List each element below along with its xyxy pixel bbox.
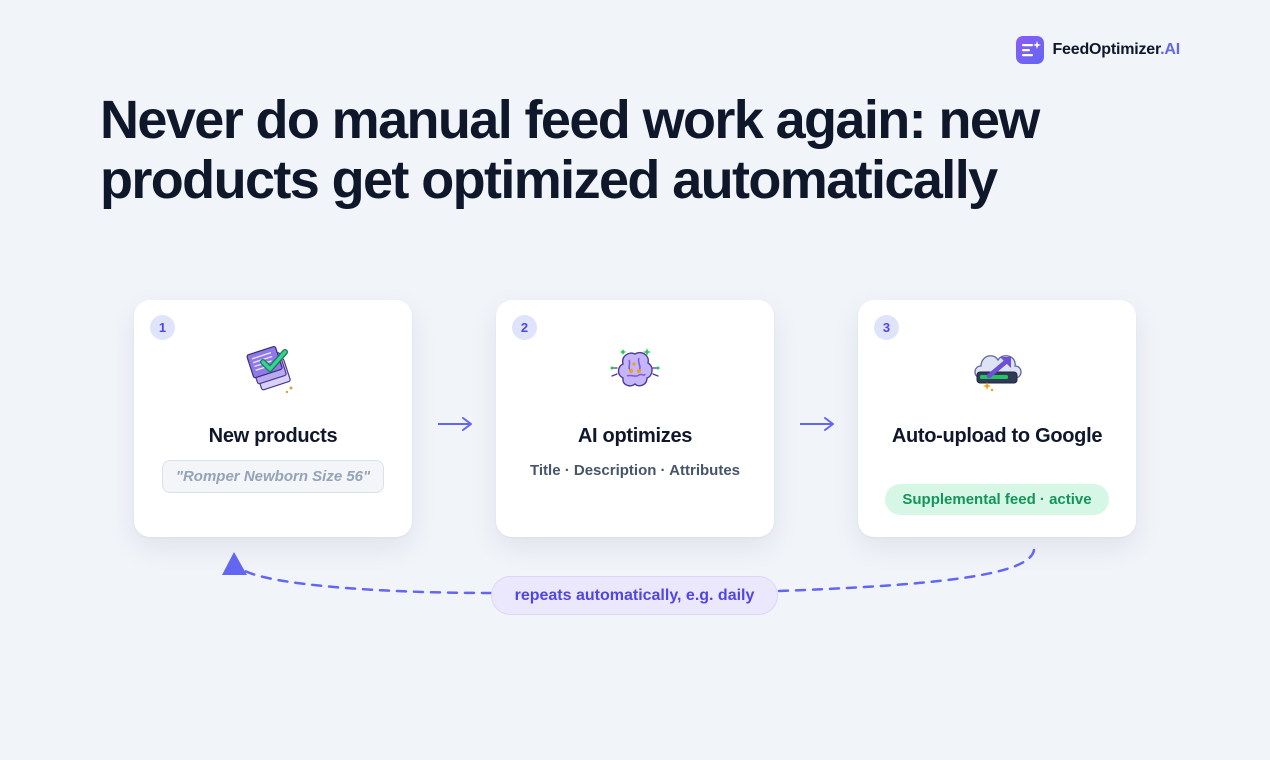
circuit-brain-icon bbox=[610, 348, 660, 387]
sparkle-list-icon bbox=[1016, 36, 1045, 64]
step-card-ai-optimizes: 2 AI optimizes Title · Description · Att… bbox=[496, 300, 774, 537]
step-subtitle: Title · Description · Attributes bbox=[529, 462, 740, 479]
page-title: Never do manual feed work again: new pro… bbox=[100, 90, 1040, 210]
loop-line-left bbox=[241, 568, 493, 595]
step-card-auto-upload: 3 Auto-upload to Google Supplemental fee… bbox=[858, 300, 1136, 537]
step-number-badge: 2 bbox=[512, 315, 537, 340]
example-product-chip: "Romper Newborn Size 56" bbox=[162, 460, 384, 493]
status-badge: Supplemental feed · active bbox=[885, 484, 1109, 515]
arrow-right-icon bbox=[800, 417, 834, 431]
step-title: Auto-upload to Google bbox=[891, 425, 1103, 447]
brand-name: FeedOptimizer.AI bbox=[1052, 41, 1180, 58]
step-title: AI optimizes bbox=[577, 425, 693, 447]
document-stack-check-icon bbox=[246, 346, 293, 394]
arrow-right-icon bbox=[438, 417, 472, 431]
loop-label: repeats automatically, e.g. daily bbox=[491, 576, 778, 615]
step-number-badge: 3 bbox=[874, 315, 899, 340]
arrow-up-icon bbox=[222, 552, 247, 575]
step-number-badge: 1 bbox=[150, 315, 175, 340]
step-card-new-products: 1 New products "Romper Newborn Size 56" bbox=[134, 300, 412, 537]
cloud-upload-icon bbox=[974, 355, 1022, 392]
step-title: New products bbox=[208, 425, 338, 447]
brand: FeedOptimizer.AI bbox=[1016, 36, 1180, 64]
loop-line-right bbox=[777, 548, 1036, 593]
